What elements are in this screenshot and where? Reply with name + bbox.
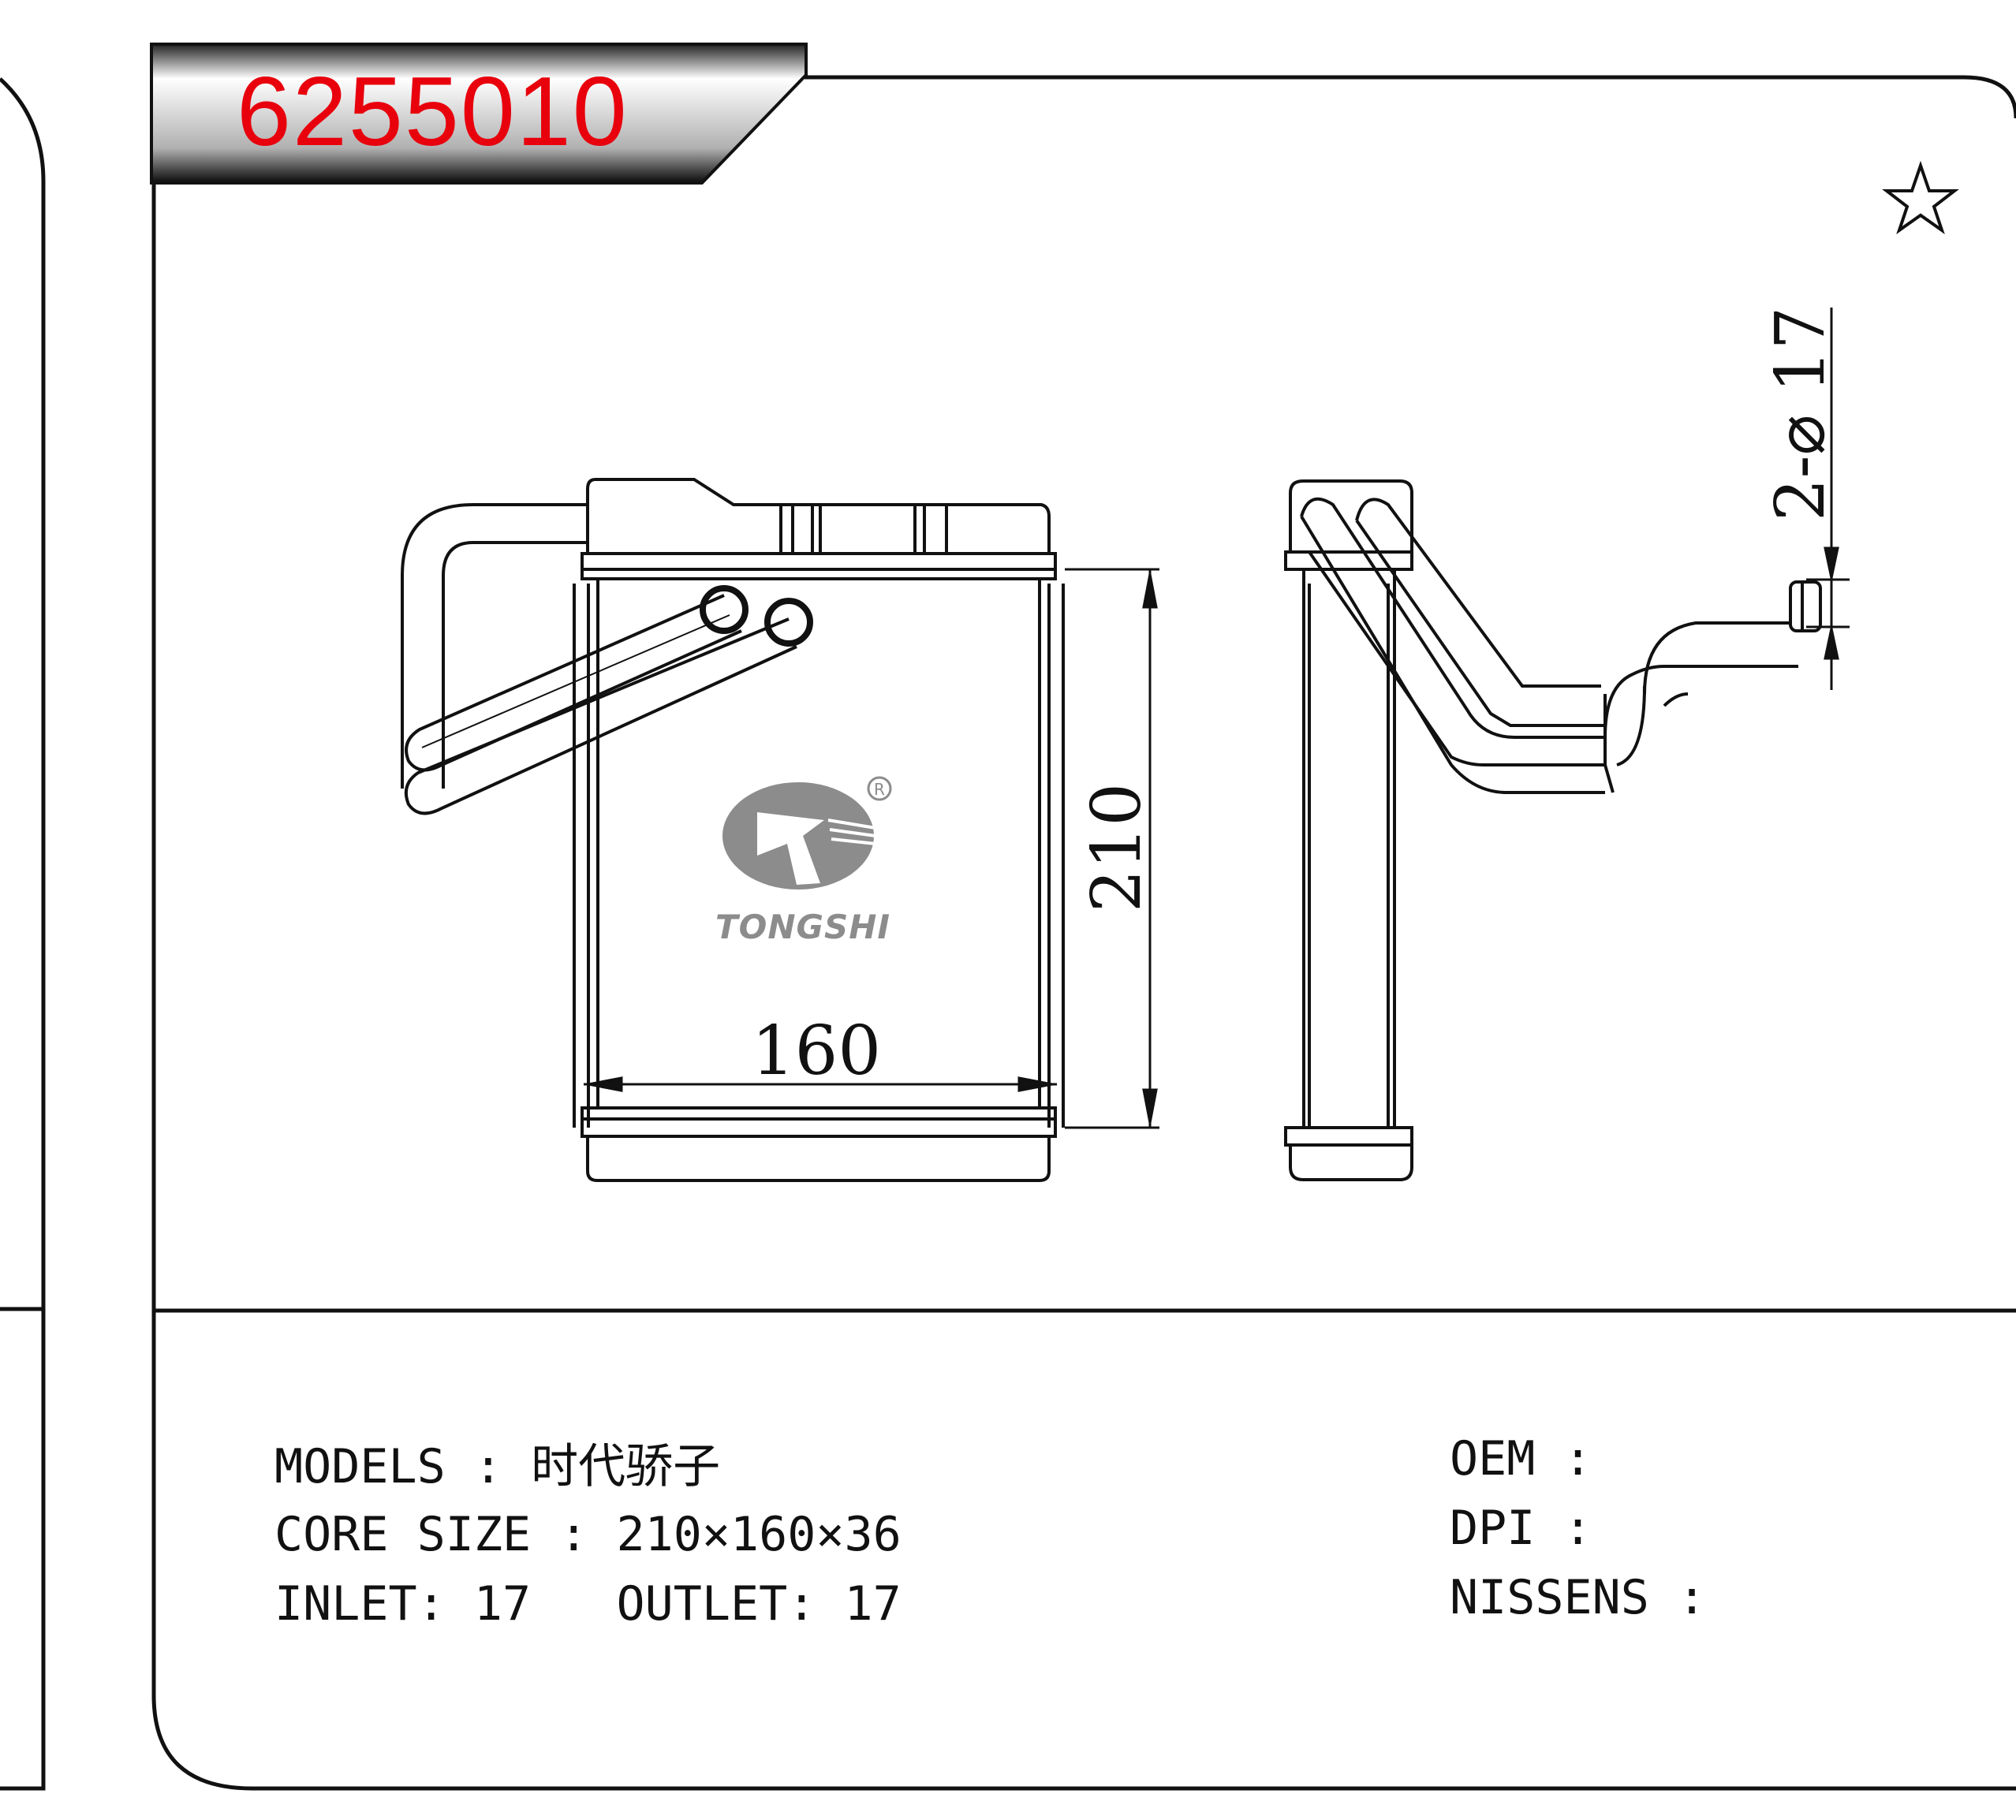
registered-icon: R [867,776,892,801]
dim-height-label: 210 [1077,783,1156,912]
heater-side-view [1284,479,1822,1181]
tongshi-logo-icon [722,782,876,889]
inlet-sep: : [416,1576,474,1632]
oem-label: OEM [1450,1431,1536,1486]
core-size-row: CORE SIZE : 210×160×36 [274,1511,902,1558]
oem-sep: : [1535,1431,1592,1486]
models-row: MODELS : 时代骄子 [274,1443,720,1490]
models-label: MODELS [274,1439,446,1494]
left-frame [0,77,46,1791]
nissens-sep: : [1648,1570,1707,1625]
core-size-sep: : [531,1507,617,1562]
svg-text:R: R [874,780,885,799]
dim-width-label: 160 [752,1012,881,1091]
nissens-label: NISSENS [1450,1570,1649,1625]
brand-name: TONGSHI [715,908,890,946]
oem-row: OEM : [1450,1435,1592,1482]
dimension-lines [584,308,1850,1129]
inlet-outlet-row: INLET: 17 OUTLET: 17 [274,1580,902,1628]
part-number: 6255010 [237,58,629,166]
outlet-sep: : [787,1576,845,1632]
dpi-label: DPI [1450,1501,1536,1556]
inlet-label: INLET [274,1576,417,1632]
inlet-value: 17 [473,1576,532,1632]
star-icon [1882,160,1959,235]
core-size-label: CORE SIZE [274,1507,532,1562]
main-frame [151,75,2016,1791]
heater-front-view [401,478,1065,1182]
outlet-label: OUTLET [616,1576,788,1632]
dim-pipe-label: 2-⌀ 17 [1761,307,1840,521]
part-number-tab [150,43,808,185]
outlet-value: 17 [844,1576,902,1632]
nissens-row: NISSENS : [1450,1574,1706,1621]
dpi-sep: : [1535,1501,1592,1556]
models-value: 时代骄子 [531,1439,721,1494]
core-size-value: 210×160×36 [616,1507,902,1562]
dpi-row: DPI : [1450,1505,1592,1552]
models-sep: : [445,1439,532,1494]
